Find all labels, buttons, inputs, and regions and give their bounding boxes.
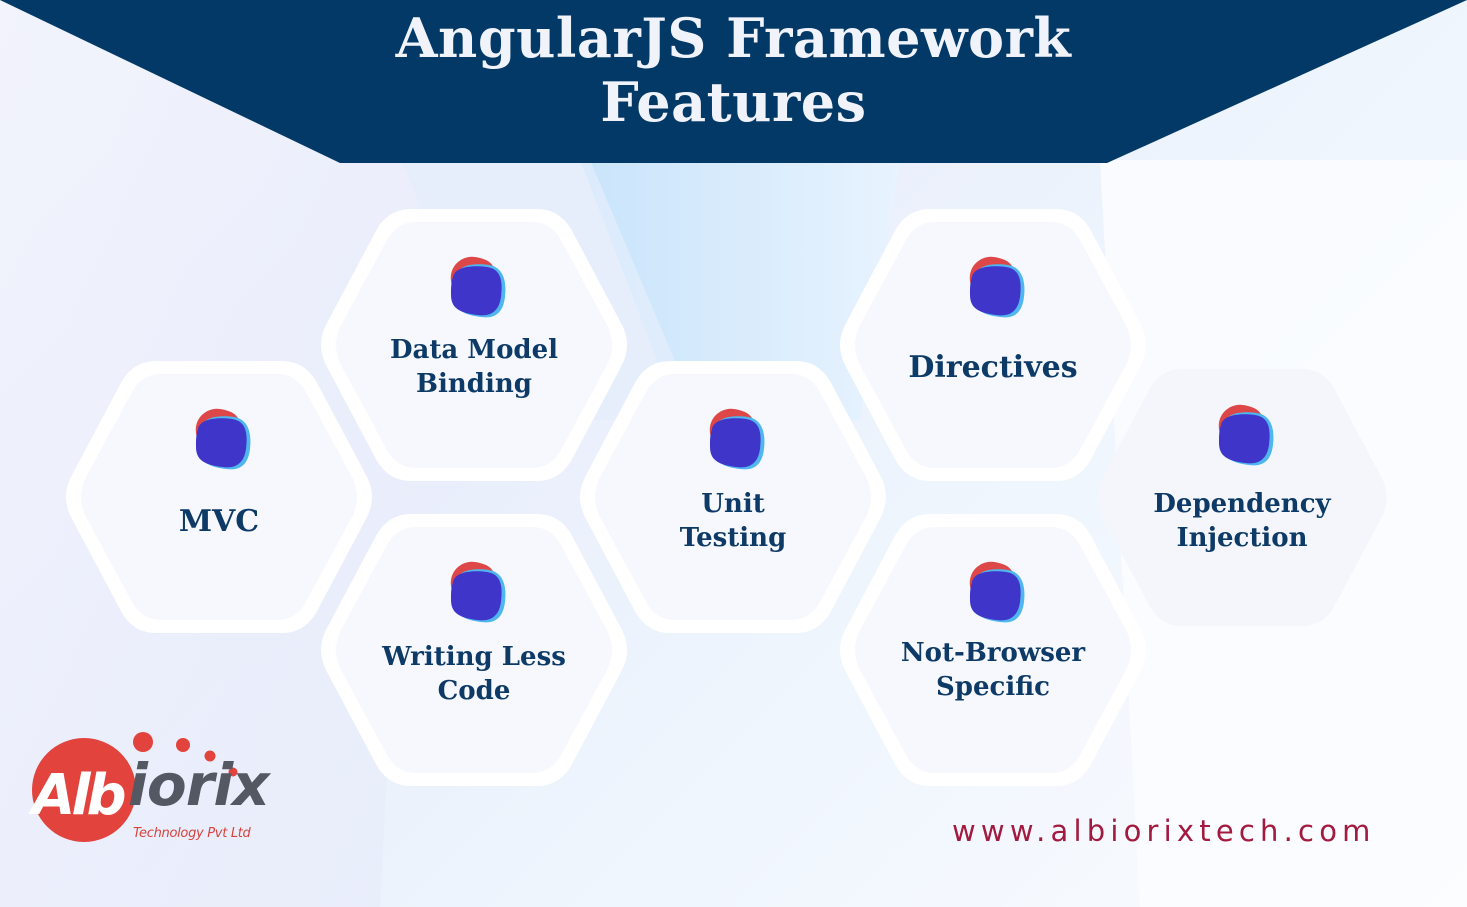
feature-label-line-1: Unit [701, 489, 765, 519]
blob-icon [969, 561, 1025, 623]
logo-wordmark: iorix [128, 751, 270, 819]
header-banner [0, 0, 1467, 163]
feature-label-line-2: Specific [936, 672, 1050, 702]
blob-icon [450, 561, 506, 623]
feature-label-line-1: MVC [178, 504, 260, 539]
feature-label-line-2: Binding [416, 369, 532, 399]
albiorix-logo-mark: Alb [28, 732, 238, 842]
feature-card-data-model-binding: Data Model Binding [319, 205, 629, 485]
feature-label-line-1: Writing Less [382, 642, 566, 672]
logo-tagline: Technology Pvt Ltd [133, 826, 251, 841]
blob-icon [969, 256, 1025, 318]
blob-icon [709, 408, 765, 470]
blob-icon [1218, 404, 1274, 466]
page-title: AngularJS Framework Features [0, 6, 1467, 134]
feature-label-line-1: Data Model [389, 335, 559, 365]
feature-card-dependency-injection: Dependency Injection [1092, 365, 1392, 630]
website-url[interactable]: www.albiorixtech.com [952, 814, 1376, 848]
feature-label-line-1: Dependency [1153, 489, 1331, 519]
feature-label-line-1: Directives [908, 350, 1078, 385]
feature-card-writing-less-code: Writing Less Code [319, 510, 629, 790]
feature-card-directives: Directives [838, 205, 1148, 485]
feature-label-line-2: Injection [1176, 523, 1308, 553]
title-line-2: Features [600, 70, 867, 134]
hexagon-shape [321, 209, 627, 481]
feature-card-mvc: MVC [64, 357, 374, 637]
hexagon-shape [840, 514, 1146, 786]
hexagon-shape [1097, 368, 1387, 627]
feature-card-unit-testing: Unit Testing [578, 357, 888, 637]
hexagon-shape [321, 514, 627, 786]
logo-mark-text: Alb [28, 763, 125, 828]
feature-card-not-browser-specific: Not-Browser Specific [838, 510, 1148, 790]
feature-label-line-2: Testing [679, 523, 787, 553]
feature-label-line-2: Code [437, 676, 511, 706]
title-line-1: AngularJS Framework [395, 6, 1072, 70]
hexagon-shape [66, 361, 372, 633]
hexagon-shape [840, 209, 1146, 481]
blob-icon [450, 256, 506, 318]
hexagon-shape [580, 361, 886, 633]
blob-icon [195, 408, 251, 470]
feature-label-line-1: Not-Browser [900, 638, 1086, 668]
